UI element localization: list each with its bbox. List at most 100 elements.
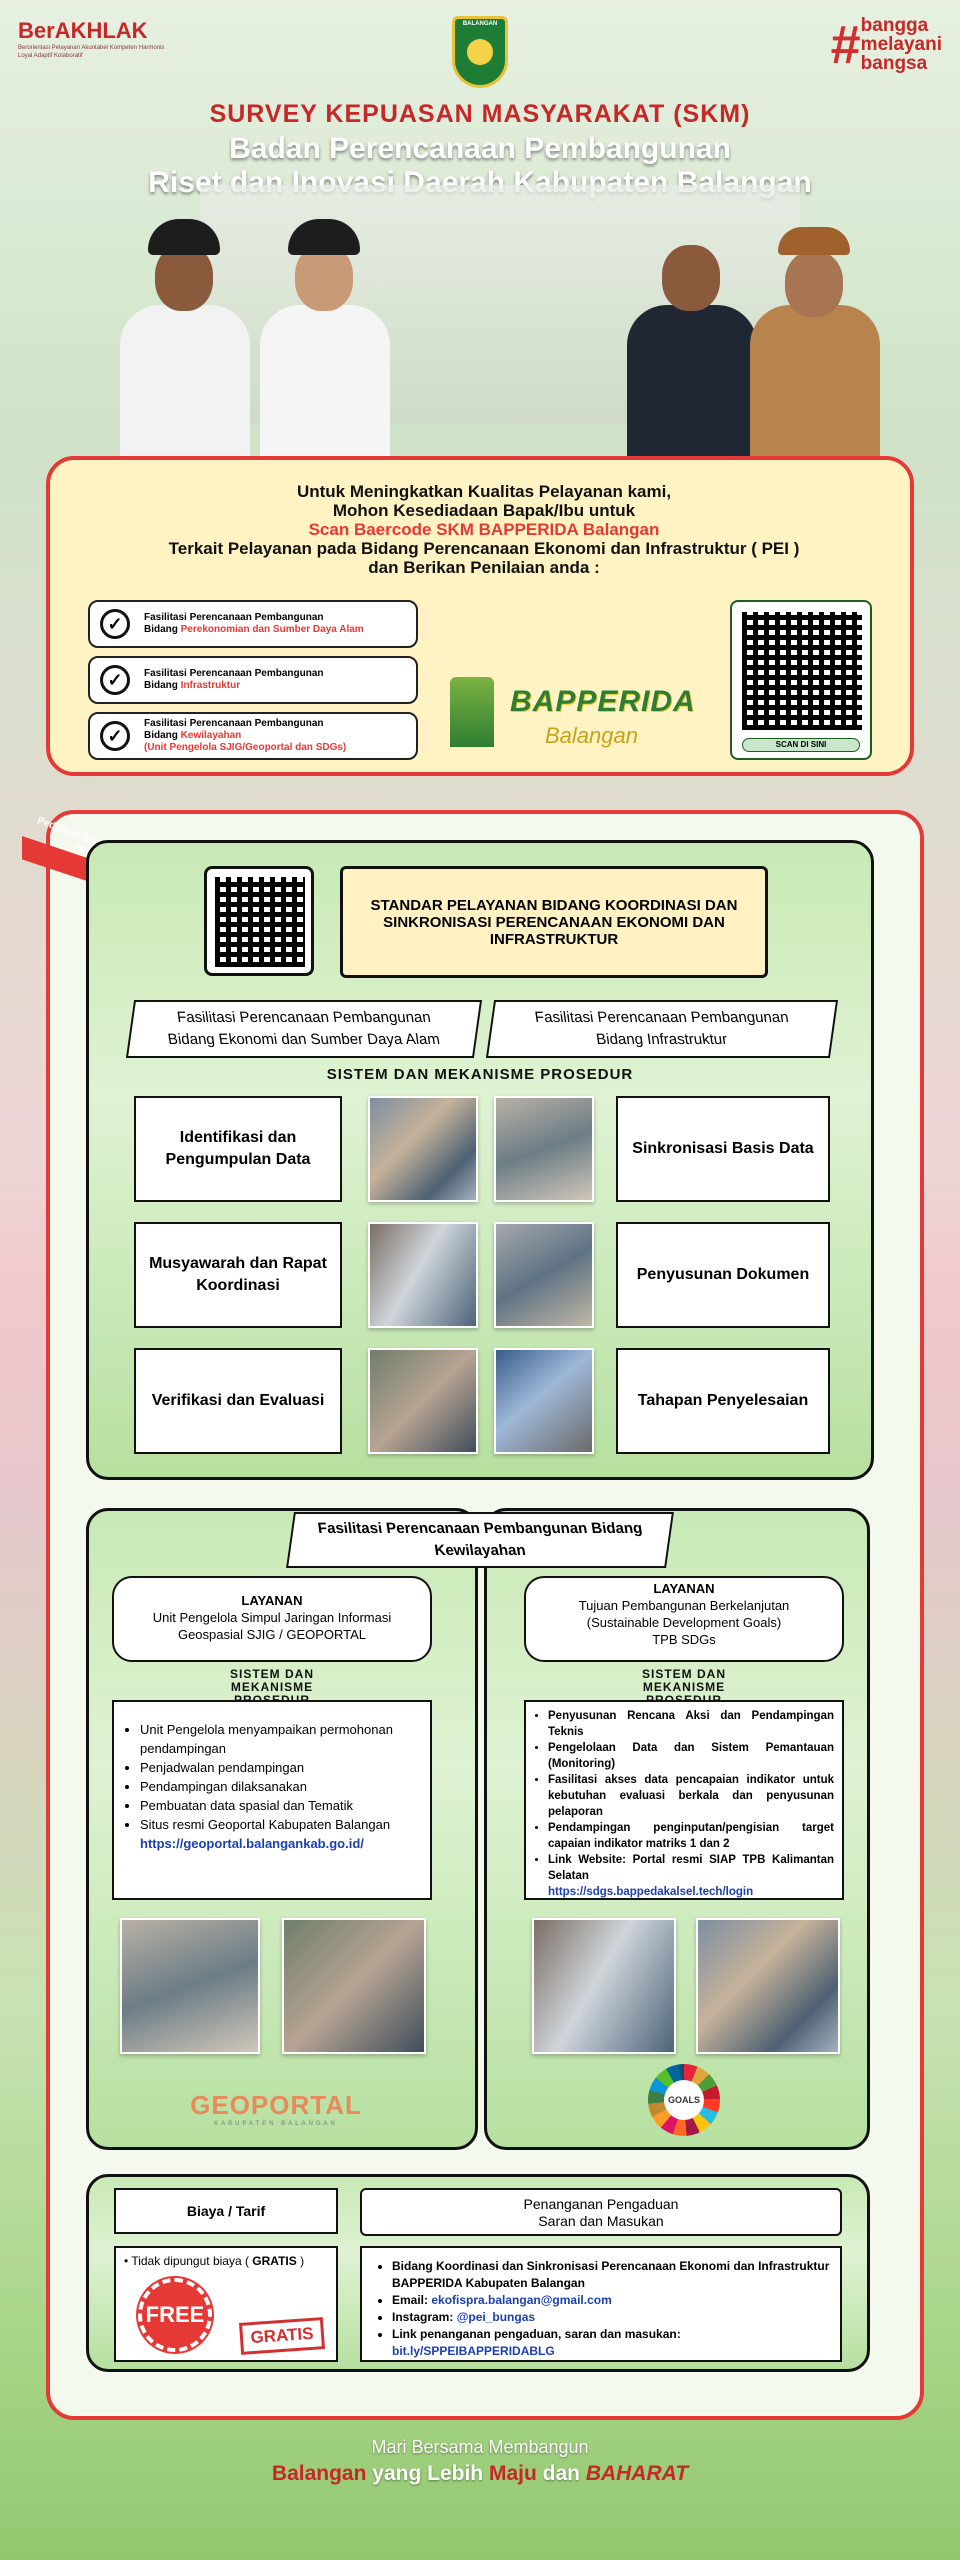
- activity-photo: [696, 1918, 840, 2054]
- sdg-wheel-icon: GOALS: [648, 2064, 720, 2136]
- field-left-line1: Fasilitasi Perencanaan Pembangunan: [175, 1009, 432, 1026]
- fees-title: Biaya / Tarif: [114, 2188, 338, 2234]
- service-line1: Unit Pengelola Simpul Jaringan Informasi: [152, 1610, 392, 1625]
- procedure-item: Pembuatan data spasial dan Tematik: [140, 1796, 418, 1815]
- procedure-item: Pendampingan dilaksanakan: [140, 1777, 418, 1796]
- option-prefix: Bidang: [144, 624, 181, 635]
- standards-qr-code[interactable]: [204, 866, 314, 976]
- check-icon: ✓: [100, 609, 130, 639]
- fees-item-end: ): [296, 2254, 305, 2268]
- qr-code-icon: [742, 612, 862, 730]
- service-label: LAYANAN: [241, 1593, 303, 1608]
- free-badge-icon: FREE: [138, 2278, 212, 2352]
- activity-photo: [120, 1918, 260, 2054]
- complaints-email: Email: ekofispra.balangan@gmail.com: [392, 2292, 830, 2309]
- field-left-line2: Bidang Ekonomi dan Sumber Daya Alam: [166, 1031, 442, 1048]
- complaints-title-line2: Saran dan Masukan: [538, 2213, 664, 2229]
- option-regional[interactable]: ✓ Fasilitasi Perencanaan Pembangunan Bid…: [88, 712, 418, 760]
- activity-photo: [368, 1096, 478, 1202]
- procedure-item: Fasilitasi akses data pencapaian indikat…: [548, 1772, 834, 1820]
- option-line: Fasilitasi Perencanaan Pembangunan: [144, 668, 324, 679]
- procedure-item: Pendampingan penginputan/pengisian targe…: [548, 1820, 834, 1852]
- survey-intro: Untuk Meningkatkan Kualitas Pelayanan ka…: [50, 482, 918, 577]
- geoportal-procedure-list: Unit Pengelola menyampaikan permohonan p…: [112, 1700, 432, 1900]
- survey-qr-code[interactable]: SCAN DI SINI: [730, 600, 872, 760]
- activity-photo: [494, 1096, 594, 1202]
- berakhlak-logo: BerAKHLAK Berorientasi Pelayanan Akuntab…: [18, 18, 168, 60]
- procedure-item: Pengelolaan Data dan Sistem Pemantauan (…: [548, 1740, 834, 1772]
- bangga-text: bangga: [860, 15, 929, 36]
- option-line: Fasilitasi Perencanaan Pembangunan: [144, 718, 324, 729]
- tower-icon: [450, 677, 494, 747]
- activity-photo: [532, 1918, 676, 2054]
- procedure-item: Unit Pengelola menyampaikan permohonan p…: [140, 1720, 418, 1758]
- qr-scan-label: SCAN DI SINI: [742, 738, 860, 752]
- step-synchronization: Sinkronisasi Basis Data: [616, 1096, 830, 1202]
- service-line1: Tujuan Pembangunan Berkelanjutan: [578, 1598, 790, 1613]
- instagram-link[interactable]: @pei_bungas: [456, 2310, 536, 2324]
- activity-photo: [494, 1222, 594, 1328]
- procedure-item: Situs resmi Geoportal Kabupaten Balangan: [140, 1815, 418, 1834]
- official-photo-4: [740, 215, 890, 470]
- official-photo-1: [110, 205, 260, 460]
- option-prefix: Bidang: [144, 730, 181, 741]
- footer-word-maju: Maju: [488, 2462, 537, 2485]
- step-completion: Tahapan Penyelesaian: [616, 1348, 830, 1454]
- bapperida-logo: BAPPERIDA Balangan: [450, 655, 695, 755]
- complaints-item: Bidang Koordinasi dan Sinkronisasi Peren…: [392, 2258, 830, 2292]
- service-line3: TPB SDGs: [652, 1632, 716, 1647]
- geoportal-logo-text: GEOPORTAL: [190, 2090, 362, 2120]
- title-line-1: Badan Perencanaan Pembangunan: [229, 132, 731, 165]
- sdg-logo-text: GOALS: [664, 2080, 704, 2120]
- bangga-melayani-logo: # bangga melayani bangsa: [831, 16, 942, 73]
- hash-icon: #: [830, 14, 861, 75]
- field-right-line1: Fasilitasi Perencanaan Pembangunan: [533, 1009, 790, 1026]
- complaints-link-url[interactable]: bit.ly/SPPEIBAPPERIDABLG: [392, 2344, 555, 2358]
- step-document: Penyusunan Dokumen: [616, 1222, 830, 1328]
- geoportal-service-label: LAYANAN Unit Pengelola Simpul Jaringan I…: [112, 1576, 432, 1662]
- option-highlight: Kewilayahan: [180, 730, 242, 741]
- activity-photo: [494, 1348, 594, 1454]
- sdgs-link[interactable]: https://sdgs.bappedakalsel.tech/login: [548, 1886, 754, 1898]
- activity-photo: [368, 1348, 478, 1454]
- official-photo-3: [617, 215, 767, 470]
- fees-box: • Tidak dipungut biaya ( GRATIS ) FREE G…: [114, 2246, 338, 2362]
- step-coordination: Musyawarah dan Rapat Koordinasi: [134, 1222, 342, 1328]
- email-link[interactable]: ekofispra.balangan@gmail.com: [431, 2293, 612, 2307]
- official-photo-2: [250, 205, 400, 460]
- complaints-title-line1: Penanganan Pengaduan: [523, 2196, 679, 2212]
- regional-title: Fasilitasi Perencanaan Pembangunan Bidan…: [286, 1512, 674, 1568]
- option-prefix: Bidang: [144, 680, 181, 691]
- email-label: Email:: [392, 2293, 432, 2307]
- bangsa-text: bangsa: [860, 53, 928, 74]
- check-icon: ✓: [100, 721, 130, 751]
- complaints-link: Link penanganan pengaduan, saran dan mas…: [392, 2326, 830, 2360]
- regional-title-line1: Fasilitasi Perencanaan Pembangunan Bidan…: [316, 1520, 644, 1537]
- option-economy[interactable]: ✓ Fasilitasi Perencanaan Pembangunan Bid…: [88, 600, 418, 648]
- procedure-item: Link Website: Portal resmi SIAP TPB Kali…: [548, 1852, 834, 1884]
- procedure-item: Penjadwalan pendampingan: [140, 1758, 418, 1777]
- fees-item-text: Tidak dipungut biaya (: [131, 2254, 253, 2268]
- fees-item: • Tidak dipungut biaya ( GRATIS ): [124, 2254, 305, 2268]
- intro-line-4: Terkait Pelayanan pada Bidang Perencanaa…: [168, 539, 800, 558]
- intro-line-1: Untuk Meningkatkan Kualitas Pelayanan ka…: [296, 482, 672, 501]
- qr-code-icon: [215, 877, 305, 967]
- option-infrastructure[interactable]: ✓ Fasilitasi Perencanaan Pembangunan Bid…: [88, 656, 418, 704]
- footer-line-1: Mari Bersama Membangun: [371, 2437, 589, 2457]
- field-right-line2: Bidang Infrastruktur: [595, 1031, 729, 1048]
- sdgs-service-label: LAYANAN Tujuan Pembangunan Berkelanjutan…: [524, 1576, 844, 1662]
- bapperida-subtitle: Balangan: [545, 723, 638, 748]
- procedure-item: Penyusunan Rencana Aksi dan Pendampingan…: [548, 1708, 834, 1740]
- geoportal-link[interactable]: https://geoportal.balangankab.go.id/: [140, 1836, 364, 1851]
- service-label: LAYANAN: [653, 1581, 715, 1596]
- sdgs-procedure-list: Penyusunan Rencana Aksi dan Pendampingan…: [524, 1700, 844, 1900]
- option-highlight: Infrastruktur: [180, 680, 241, 691]
- regional-title-line2: Kewilayahan: [433, 1542, 527, 1559]
- balangan-emblem-icon: BALANGAN: [452, 16, 508, 88]
- complaints-link-label: Link penanganan pengaduan, saran dan mas…: [392, 2327, 681, 2341]
- footer-tagline: Balangan yang Lebih Maju dan BAHARAT: [0, 2462, 960, 2486]
- instagram-label: Instagram:: [392, 2310, 457, 2324]
- footer-word: yang Lebih: [366, 2462, 489, 2485]
- complaints-list: Bidang Koordinasi dan Sinkronisasi Peren…: [360, 2246, 842, 2362]
